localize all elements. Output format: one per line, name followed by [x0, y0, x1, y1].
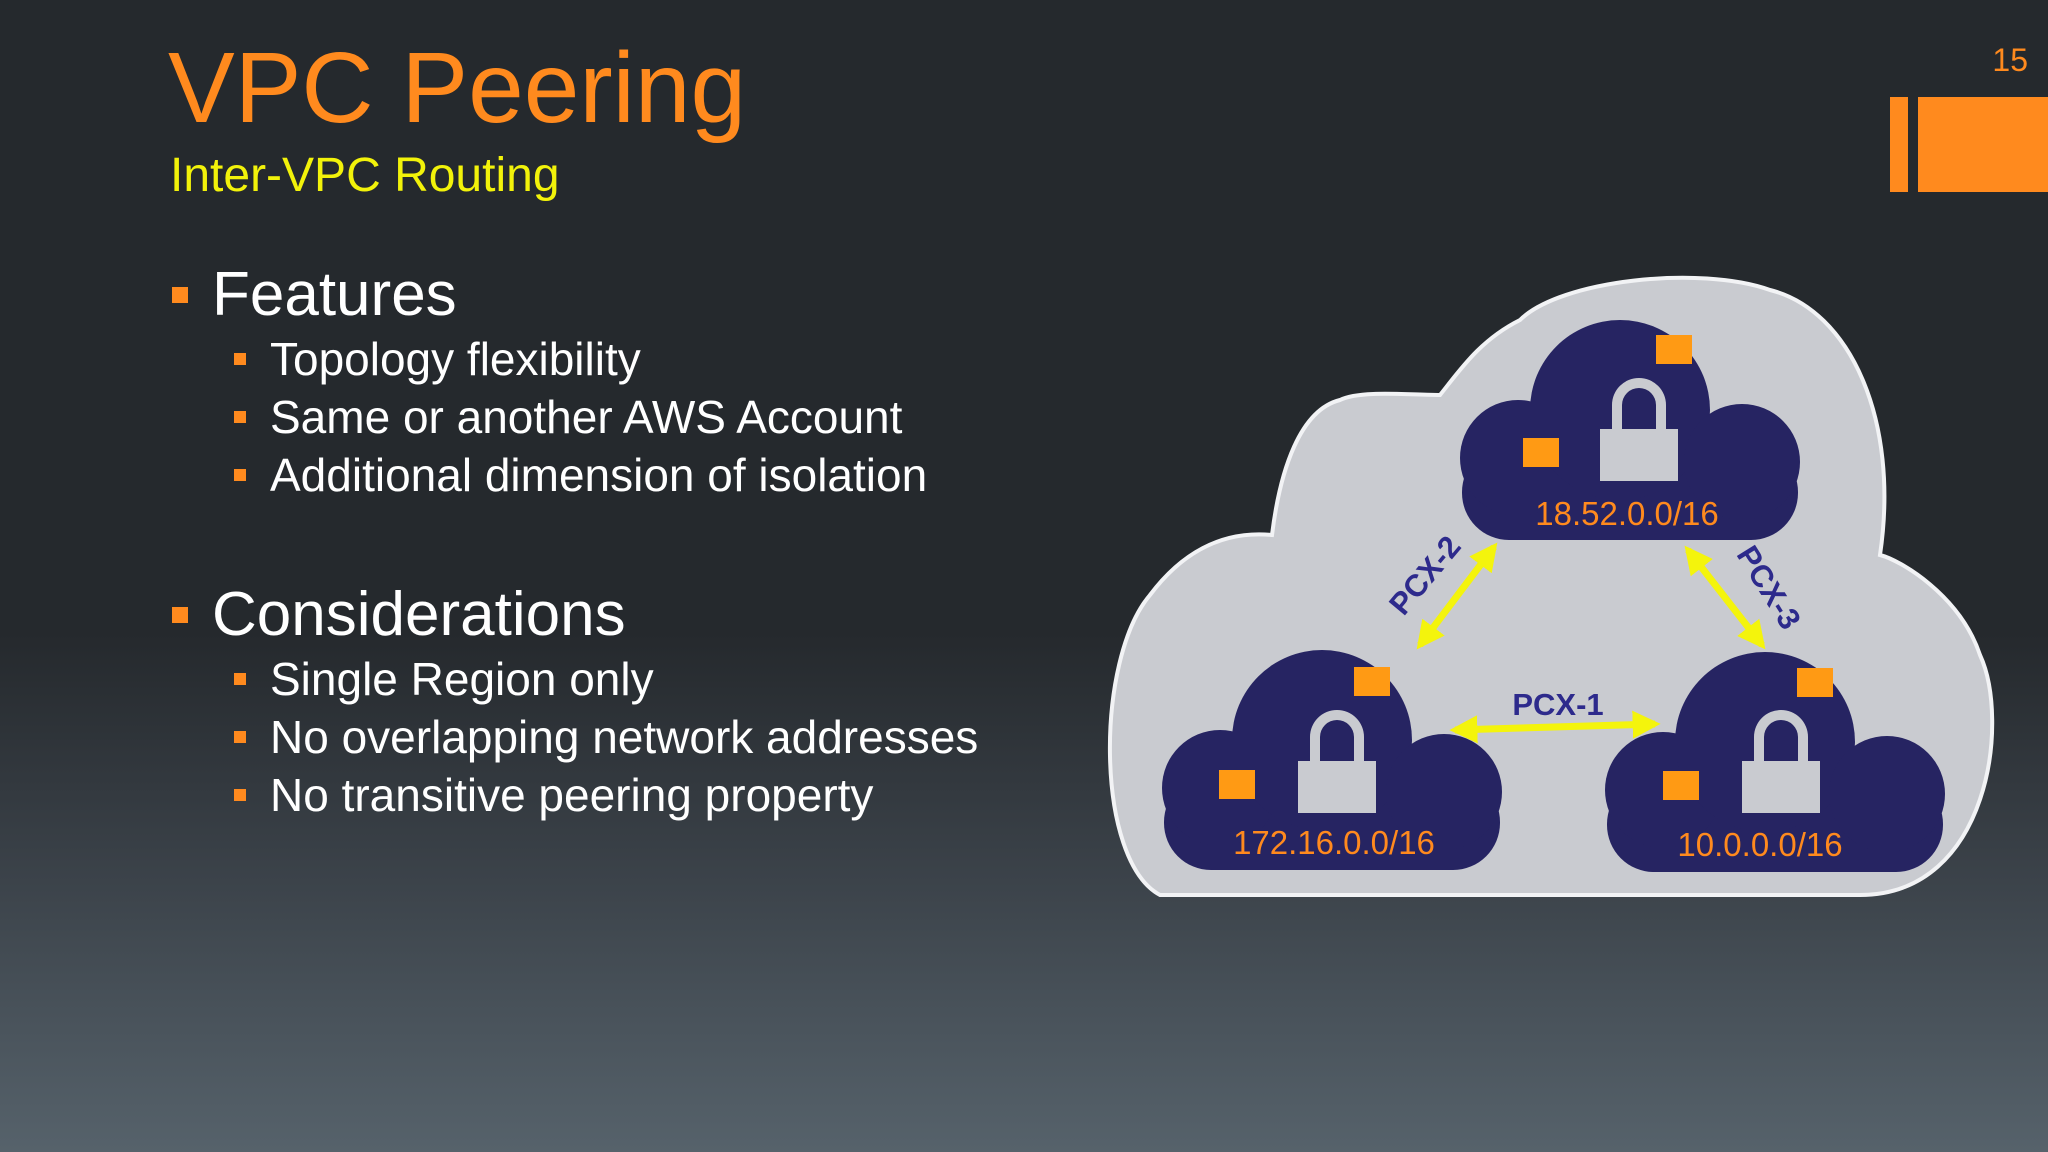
- bullet-square-icon: [172, 607, 188, 623]
- list-item: Topology flexibility: [234, 330, 1072, 388]
- section-heading: Considerations: [172, 580, 1072, 650]
- bullet-list: Features Topology flexibility Same or an…: [172, 260, 1072, 824]
- list-item-text: Topology flexibility: [270, 333, 641, 385]
- instance-icon: [1797, 668, 1833, 697]
- bullet-square-icon: [234, 731, 246, 743]
- list-item: No overlapping network addresses: [234, 708, 1072, 766]
- instance-icon: [1663, 771, 1699, 800]
- list-item-text: Same or another AWS Account: [270, 391, 903, 443]
- list-item-text: No transitive peering property: [270, 769, 874, 821]
- slide-subtitle: Inter-VPC Routing: [170, 149, 560, 202]
- instance-icon: [1523, 438, 1559, 467]
- slide-number: 15: [1992, 42, 2028, 78]
- vpc-cidr-label: 10.0.0.0/16: [1677, 826, 1842, 863]
- instance-icon: [1219, 770, 1255, 799]
- instance-icon: [1354, 667, 1390, 696]
- double-arrow-icon: [1416, 542, 1498, 650]
- list-item: No transitive peering property: [234, 766, 1072, 824]
- bullet-square-icon: [234, 789, 246, 801]
- bullet-square-icon: [234, 673, 246, 685]
- double-arrow-icon: [1684, 545, 1766, 650]
- list-item-text: No overlapping network addresses: [270, 711, 979, 763]
- vpc-cidr-label: 18.52.0.0/16: [1535, 495, 1719, 532]
- bullet-square-icon: [234, 411, 246, 423]
- peering-label: PCX-1: [1512, 687, 1603, 722]
- instance-icon: [1656, 335, 1692, 364]
- section-heading: Features: [172, 260, 1072, 330]
- list-item: Additional dimension of isolation: [234, 446, 1072, 504]
- bullet-square-icon: [234, 469, 246, 481]
- section-heading-text: Considerations: [212, 580, 626, 649]
- double-arrow-icon: [1449, 710, 1661, 744]
- bullet-square-icon: [234, 353, 246, 365]
- list-item-text: Single Region only: [270, 653, 654, 705]
- vpc-cidr-label: 172.16.0.0/16: [1233, 824, 1435, 861]
- accent-bar-wide: [1918, 97, 2048, 192]
- accent-bar-thin: [1890, 97, 1908, 192]
- bullet-square-icon: [172, 287, 188, 303]
- section-features: Features Topology flexibility Same or an…: [172, 260, 1072, 504]
- slide-title: VPC Peering: [168, 32, 747, 144]
- list-item-text: Additional dimension of isolation: [270, 449, 928, 501]
- list-item: Single Region only: [234, 650, 1072, 708]
- section-considerations: Considerations Single Region only No ove…: [172, 580, 1072, 824]
- list-item: Same or another AWS Account: [234, 388, 1072, 446]
- section-heading-text: Features: [212, 260, 457, 329]
